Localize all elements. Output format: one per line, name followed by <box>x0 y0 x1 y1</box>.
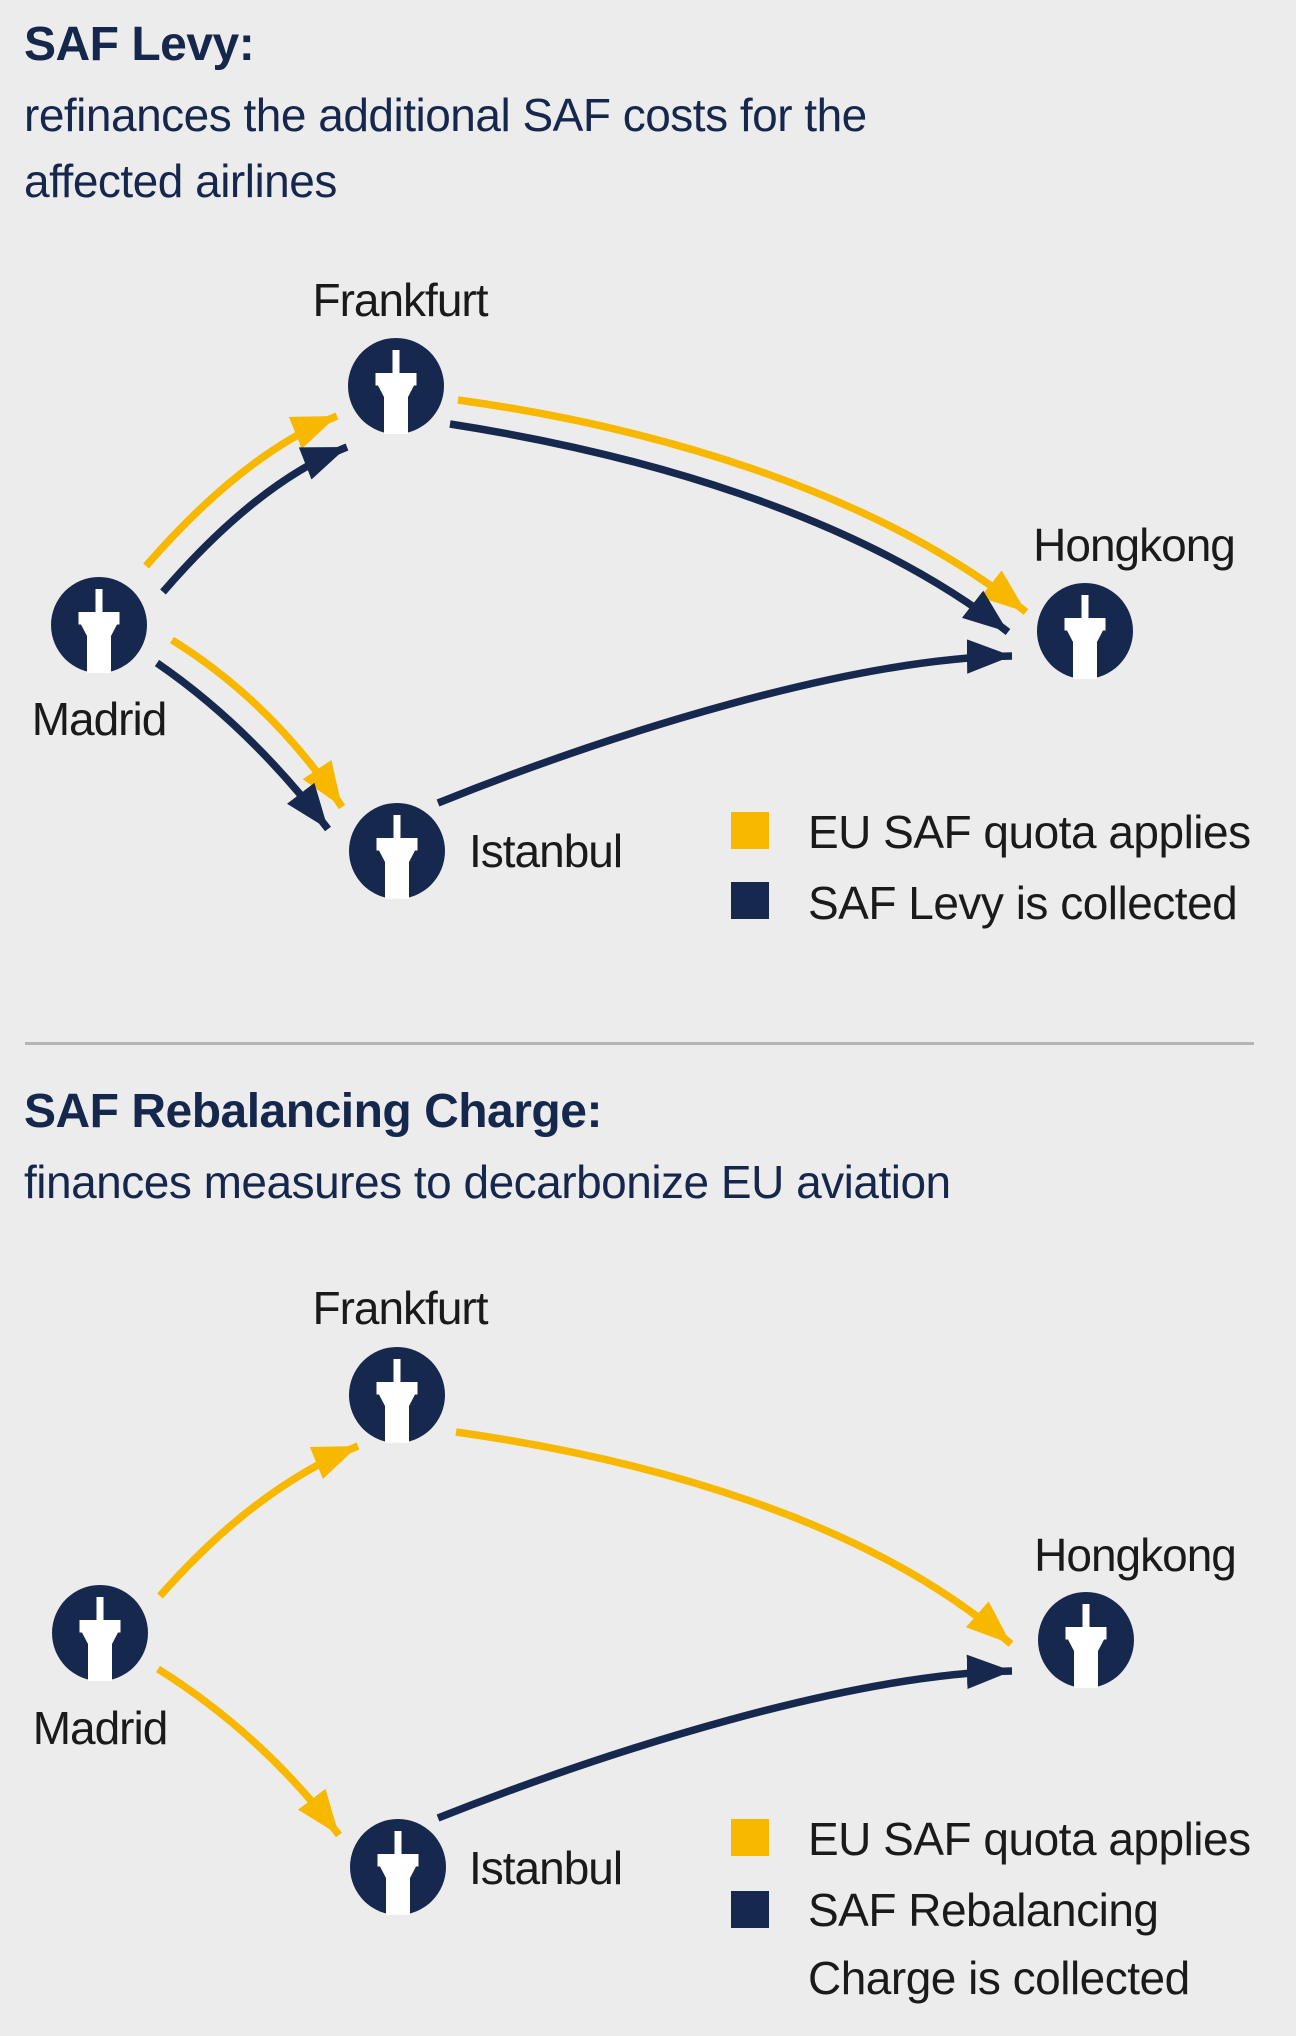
legend-swatch-levy <box>731 882 769 919</box>
arrow-frankfurt-hongkong-levy <box>449 420 1011 635</box>
panel-subtitle-saf-rebalancing-charge: finances measures to decarbonize EU avia… <box>24 1149 951 1215</box>
panel-subtitle-saf-levy: refinances the additional SAF costs for … <box>24 82 867 214</box>
city-label-istanbul-top: Istanbul <box>469 825 623 877</box>
airport-node-frankfurt-top <box>348 338 444 434</box>
legend-label-quota-top: EU SAF quota applies <box>808 806 1251 858</box>
airport-node-istanbul-bottom <box>350 1819 446 1915</box>
subtitle-line: refinances the additional SAF costs for … <box>24 89 867 141</box>
arrow-madrid-istanbul-quota <box>170 636 346 810</box>
legend-swatch-rebalancing-charge <box>731 1891 769 1928</box>
arrow-madrid-frankfurt-quota-2 <box>157 1442 360 1599</box>
arrow-frankfurt-hongkong-quota <box>457 396 1029 615</box>
airport-node-madrid-top <box>51 577 147 673</box>
subtitle-line: finances measures to decarbonize EU avia… <box>24 1156 951 1208</box>
legend-swatch-quota-bottom <box>731 1819 769 1856</box>
airport-node-madrid-bottom <box>52 1585 148 1681</box>
city-label-frankfurt-top: Frankfurt <box>312 274 488 326</box>
airport-node-istanbul-top <box>349 803 445 899</box>
arrow-madrid-istanbul-levy <box>154 659 331 832</box>
legend-swatch-quota-top <box>731 812 769 849</box>
section-divider <box>25 1042 1254 1045</box>
city-label-hongkong-top: Hongkong <box>1033 519 1236 571</box>
city-label-madrid-bottom: Madrid <box>32 1702 169 1754</box>
subtitle-line: affected airlines <box>24 155 337 207</box>
panel-title-saf-levy: SAF Levy: <box>24 18 255 71</box>
legend-label-quota-bottom: EU SAF quota applies <box>808 1813 1251 1865</box>
city-label-frankfurt-bottom: Frankfurt <box>312 1282 488 1334</box>
arrow-istanbul-hongkong-levy <box>436 639 1013 807</box>
arrow-madrid-frankfurt-quota <box>143 412 339 569</box>
legend-label-rebalancing-charge: SAF Rebalancing Charge is collected <box>808 1884 1190 2004</box>
arrow-frankfurt-hongkong-quota-2 <box>455 1428 1014 1647</box>
airport-node-hongkong-top <box>1037 583 1133 679</box>
city-label-hongkong-bottom: Hongkong <box>1034 1529 1237 1581</box>
panel-title-saf-rebalancing-charge: SAF Rebalancing Charge: <box>24 1085 602 1138</box>
arrow-istanbul-hongkong-charge <box>436 1654 1013 1822</box>
legend-label-levy: SAF Levy is collected <box>808 877 1238 929</box>
arrow-madrid-istanbul-quota-2 <box>156 1665 342 1838</box>
airport-node-frankfurt-bottom <box>349 1347 445 1443</box>
arrow-madrid-frankfurt-levy <box>160 443 349 595</box>
airport-node-hongkong-bottom <box>1038 1592 1134 1688</box>
city-label-madrid-top: Madrid <box>31 693 168 745</box>
city-label-istanbul-bottom: Istanbul <box>469 1842 623 1894</box>
